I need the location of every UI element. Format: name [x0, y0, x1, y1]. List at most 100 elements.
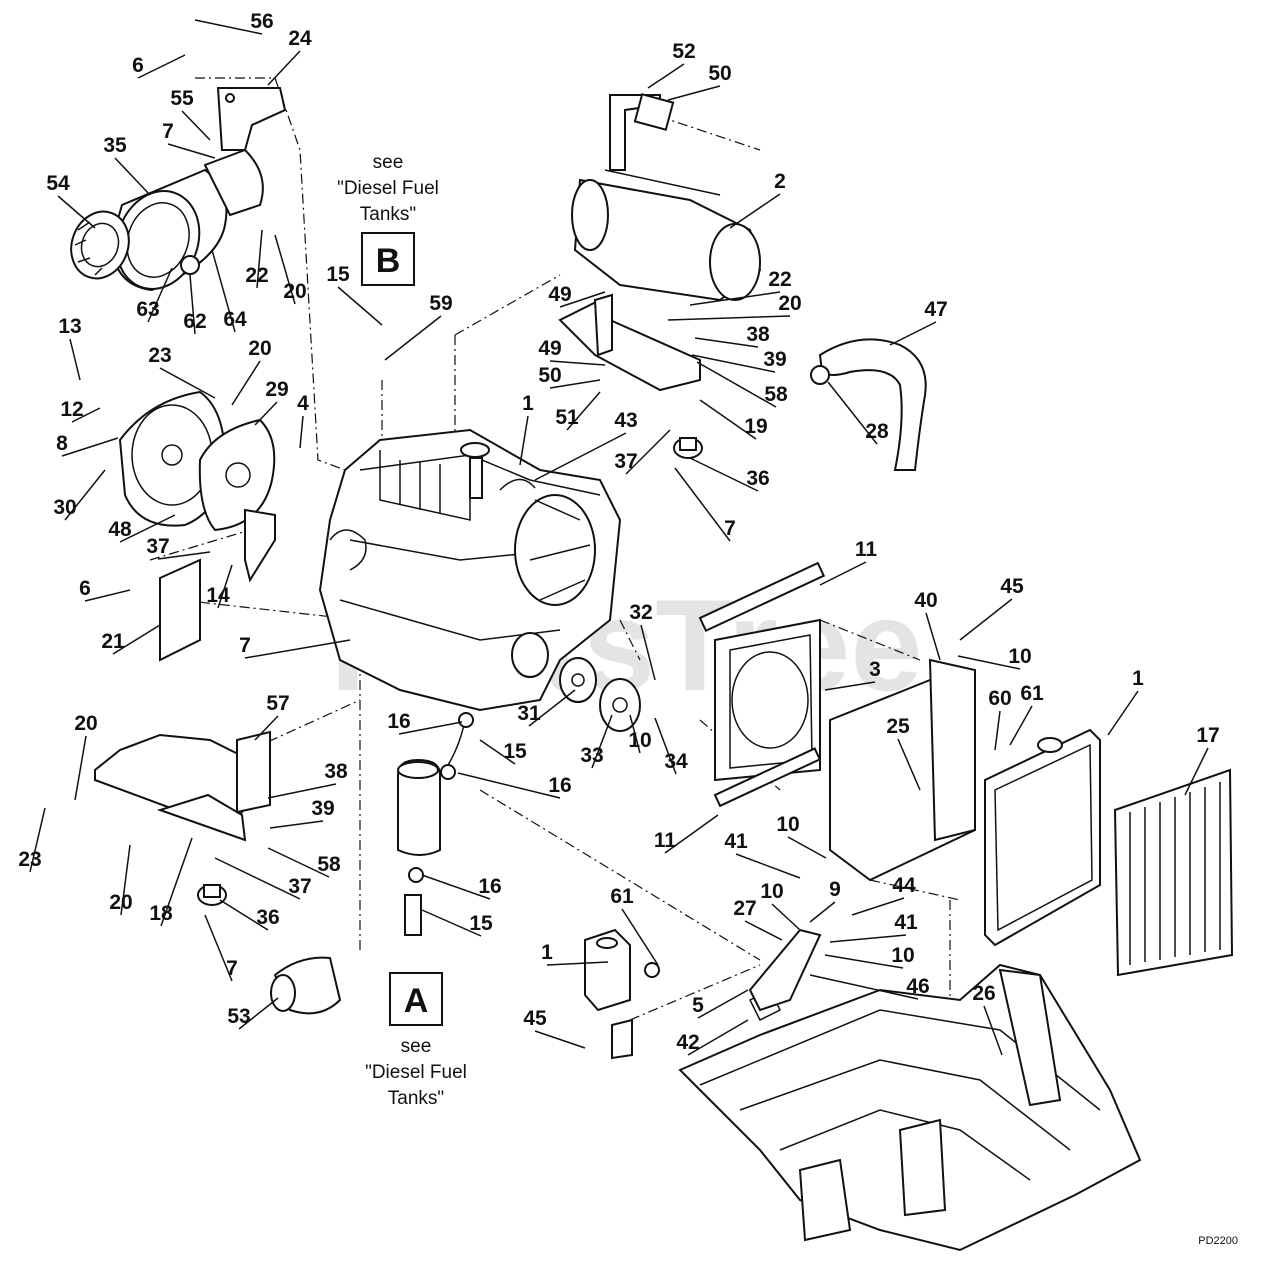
- rod-11-upper: [698, 561, 826, 633]
- air-cleaner: [110, 148, 264, 292]
- leader-line: [528, 689, 576, 727]
- callout-number: 58: [764, 383, 788, 406]
- callout-number: 4: [297, 392, 309, 415]
- callout-number: 49: [548, 283, 571, 306]
- leader-line: [549, 360, 606, 366]
- leader-line: [57, 195, 96, 229]
- leader-line: [29, 807, 46, 873]
- callout-number: 51: [555, 406, 579, 429]
- callout-number: 33: [580, 744, 603, 767]
- leader-line: [267, 50, 301, 86]
- callout-number: 20: [74, 712, 97, 735]
- fuel-filter: [397, 758, 456, 936]
- leader-line: [84, 589, 131, 602]
- callout-number: 60: [988, 687, 1011, 710]
- leader-line: [664, 814, 719, 854]
- callout-number: 45: [523, 1007, 547, 1030]
- leader-line: [694, 337, 759, 348]
- leader-line: [696, 361, 777, 408]
- callout-number: 24: [288, 27, 312, 50]
- leader-line: [621, 908, 659, 966]
- leader-line: [809, 901, 836, 923]
- leader-line: [167, 143, 216, 159]
- reference-a-letter: A: [404, 982, 429, 1020]
- callout-number: 39: [311, 797, 334, 820]
- leader-line: [851, 897, 905, 916]
- callout-number: 56: [250, 10, 273, 33]
- leader-line: [559, 291, 606, 308]
- callout-number: 49: [538, 337, 561, 360]
- leader-line: [69, 338, 81, 381]
- air-cleaner-cap: [70, 210, 130, 280]
- leader-line: [697, 989, 749, 1019]
- callout-number: 54: [46, 172, 70, 195]
- callout-number: 37: [614, 450, 637, 473]
- callout-number: 22: [768, 268, 791, 291]
- reference-a-line3: Tanks": [388, 1088, 444, 1109]
- callout-number: 20: [109, 891, 132, 914]
- leader-line: [147, 267, 173, 323]
- leader-line: [231, 360, 261, 406]
- callout-number: 11: [855, 538, 878, 561]
- callout-number: 9: [829, 878, 841, 901]
- leader-line: [829, 934, 907, 943]
- callout-number: 12: [60, 398, 83, 421]
- leader-line: [137, 54, 186, 79]
- callout-number: 7: [239, 634, 251, 657]
- leader-line: [534, 432, 627, 481]
- leader-line: [549, 379, 601, 389]
- callout-number: 38: [324, 760, 348, 783]
- leader-line: [269, 820, 324, 829]
- hydraulic-pump: [559, 657, 597, 703]
- leader-line: [674, 467, 731, 542]
- leader-line: [809, 974, 919, 1000]
- callout-number: 1: [1132, 667, 1144, 690]
- callout-number: 20: [248, 337, 271, 360]
- callout-number: 20: [778, 292, 801, 315]
- callout-number: 1: [522, 392, 534, 415]
- leader-line: [114, 157, 151, 196]
- callout-number: 43: [614, 409, 637, 432]
- radiator-panel: [829, 658, 976, 882]
- callout-number: 38: [746, 323, 770, 346]
- leader-line: [566, 391, 601, 431]
- callout-number: 50: [708, 62, 731, 85]
- leader-line: [219, 899, 269, 931]
- leader-line: [61, 437, 119, 457]
- flange: [198, 418, 276, 532]
- callout-number: 58: [317, 853, 341, 876]
- leader-line: [983, 1005, 1003, 1056]
- leader-line: [640, 624, 656, 681]
- leader-line: [214, 857, 301, 900]
- leader-line: [159, 367, 216, 399]
- callout-number: 17: [1196, 724, 1219, 747]
- callout-number: 46: [906, 975, 929, 998]
- frame: [678, 963, 1142, 1252]
- callout-number: 1: [541, 941, 553, 964]
- leader-line: [546, 961, 609, 966]
- mount-bracket-46: [748, 928, 822, 1012]
- leader-line: [189, 274, 196, 335]
- reference-b-letter: B: [376, 242, 401, 280]
- callout-number: 7: [226, 957, 238, 980]
- hose-upper: [499, 478, 536, 491]
- leader-line: [889, 321, 937, 346]
- leader-line: [691, 354, 776, 373]
- leader-line: [689, 457, 759, 492]
- callout-number: 16: [387, 710, 410, 733]
- engine-mount-left: [197, 884, 227, 906]
- callout-number: 28: [865, 420, 889, 443]
- callout-number: 6: [132, 54, 144, 77]
- radiator: [984, 728, 1101, 947]
- leader-line: [119, 514, 176, 543]
- callout-number: 55: [170, 87, 194, 110]
- leader-line: [824, 681, 876, 691]
- bracket-14: [244, 508, 276, 583]
- leader-line: [181, 110, 211, 141]
- leader-line: [959, 598, 1013, 641]
- air-cleaner-bracket: [216, 87, 287, 151]
- leader-line: [699, 399, 757, 440]
- reference-a-line2: "Diesel Fuel: [365, 1062, 467, 1083]
- callout-number: 18: [149, 902, 173, 925]
- leader-line: [71, 407, 101, 423]
